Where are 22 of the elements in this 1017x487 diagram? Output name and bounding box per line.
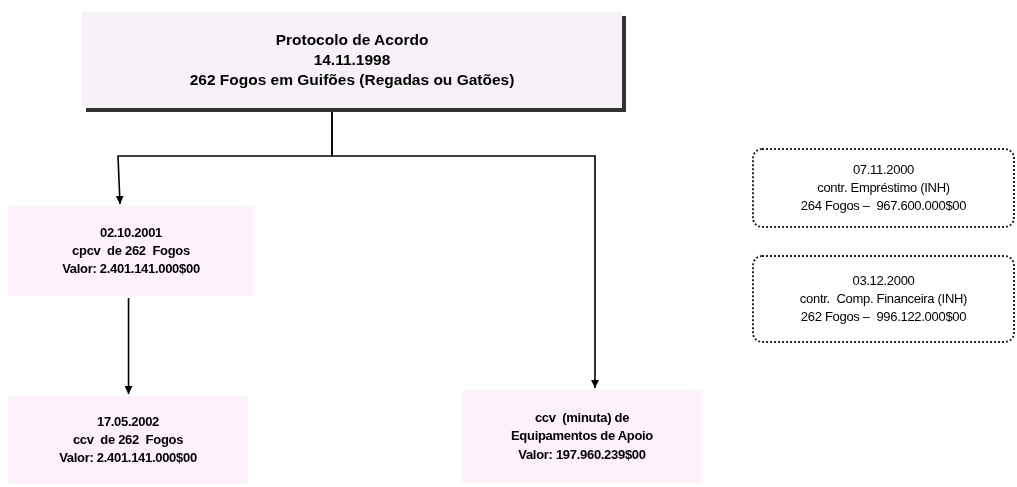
box-text: cpcv de 262 Fogos bbox=[72, 241, 190, 260]
arrow bbox=[124, 297, 133, 395]
box-text: Valor: 2.401.141.000$00 bbox=[59, 449, 197, 468]
box-text: contr. Comp. Financeira (INH) bbox=[799, 289, 968, 308]
box-text: 07.11.2000 bbox=[852, 160, 915, 179]
box-text: Valor: 2.401.141.000$00 bbox=[62, 260, 200, 279]
box-text: 03.12.2000 bbox=[852, 271, 915, 290]
box-text: 264 Fogos – 967.600.000$00 bbox=[800, 197, 967, 216]
box-text: ccv (minuta) de bbox=[534, 409, 630, 428]
box-text: 14.11.1998 bbox=[313, 49, 391, 70]
box-text: Protocolo de Acordo bbox=[275, 29, 429, 50]
box-text: contr. Empréstimo (INH) bbox=[817, 178, 950, 197]
box-text: 262 Fogos em Guifões (Regadas ou Gatões) bbox=[189, 70, 515, 91]
box-text: Equipamentos de Apoio bbox=[511, 427, 653, 446]
note-box bbox=[752, 148, 1015, 228]
box-text: ccv de 262 Fogos bbox=[72, 430, 184, 449]
arrow bbox=[331, 111, 599, 389]
box-text: 262 Fogos – 996.122.000$00 bbox=[800, 308, 967, 327]
box-text: 17.05.2002 bbox=[96, 412, 160, 431]
box-text: Valor: 197.960.239$00 bbox=[518, 445, 646, 464]
box-text: 02.10.2001 bbox=[99, 223, 163, 242]
note-box bbox=[752, 255, 1015, 343]
